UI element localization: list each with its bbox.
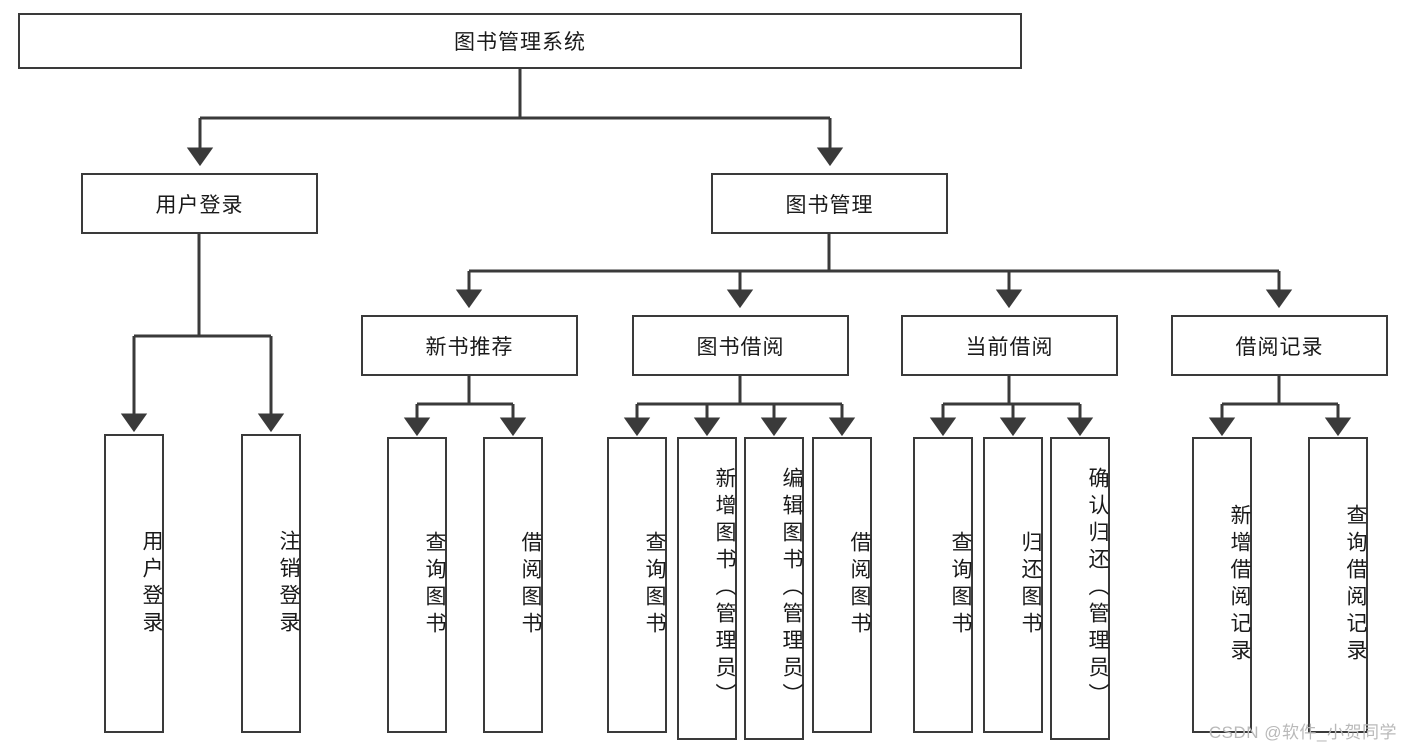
leaf-book-borrow-edit-admin[interactable]: 编辑图书（管理员） [744, 437, 804, 740]
node-label: 当前借阅 [965, 335, 1054, 359]
node-book-management[interactable]: 图书管理 [711, 173, 948, 234]
leaf-current-borrow-return[interactable]: 归还图书 [983, 437, 1043, 733]
node-label: 新书推荐 [425, 335, 514, 359]
node-label: 归还图书 [1019, 531, 1042, 639]
leaf-user-login-logout[interactable]: 注销登录 [241, 434, 301, 733]
leaf-book-borrow-add-admin[interactable]: 新增图书（管理员） [677, 437, 737, 740]
node-label: 新增借阅记录 [1228, 504, 1251, 666]
leaf-book-borrow-query[interactable]: 查询图书 [607, 437, 667, 733]
node-book-borrow[interactable]: 图书借阅 [632, 315, 849, 376]
node-borrow-record[interactable]: 借阅记录 [1171, 315, 1388, 376]
node-label: 借阅图书 [848, 531, 871, 639]
leaf-current-borrow-confirm-admin[interactable]: 确认归还（管理员） [1050, 437, 1110, 740]
node-label: 查询借阅记录 [1344, 504, 1367, 666]
leaf-borrow-record-add[interactable]: 新增借阅记录 [1192, 437, 1252, 733]
leaf-borrow-record-query[interactable]: 查询借阅记录 [1308, 437, 1368, 733]
leaf-new-book-borrow[interactable]: 借阅图书 [483, 437, 543, 733]
csdn-watermark: CSDN @软件_小贺同学 [1208, 723, 1397, 742]
node-label: 借阅图书 [519, 531, 542, 639]
node-root-book-management-system[interactable]: 图书管理系统 [18, 13, 1022, 69]
node-label: 查询图书 [423, 531, 446, 639]
node-label: 用户登录 [140, 529, 163, 638]
node-new-book-recommend[interactable]: 新书推荐 [361, 315, 578, 376]
node-label: 编辑图书（管理员） [780, 467, 803, 710]
node-current-borrow[interactable]: 当前借阅 [901, 315, 1118, 376]
node-user-login[interactable]: 用户登录 [81, 173, 318, 234]
leaf-user-login-login[interactable]: 用户登录 [104, 434, 164, 733]
leaf-current-borrow-query[interactable]: 查询图书 [913, 437, 973, 733]
node-label: 借阅记录 [1235, 335, 1324, 359]
node-label: 查询图书 [949, 531, 972, 639]
node-label: 确认归还（管理员） [1086, 467, 1109, 710]
leaf-new-book-query[interactable]: 查询图书 [387, 437, 447, 733]
node-label: 图书管理系统 [454, 31, 586, 54]
node-label: 图书借阅 [696, 335, 785, 359]
leaf-book-borrow-borrow[interactable]: 借阅图书 [812, 437, 872, 733]
node-label: 用户登录 [155, 193, 244, 217]
node-label: 注销登录 [277, 529, 300, 638]
node-label: 查询图书 [643, 531, 666, 639]
node-label: 图书管理 [785, 193, 874, 217]
node-label: 新增图书（管理员） [713, 467, 736, 710]
